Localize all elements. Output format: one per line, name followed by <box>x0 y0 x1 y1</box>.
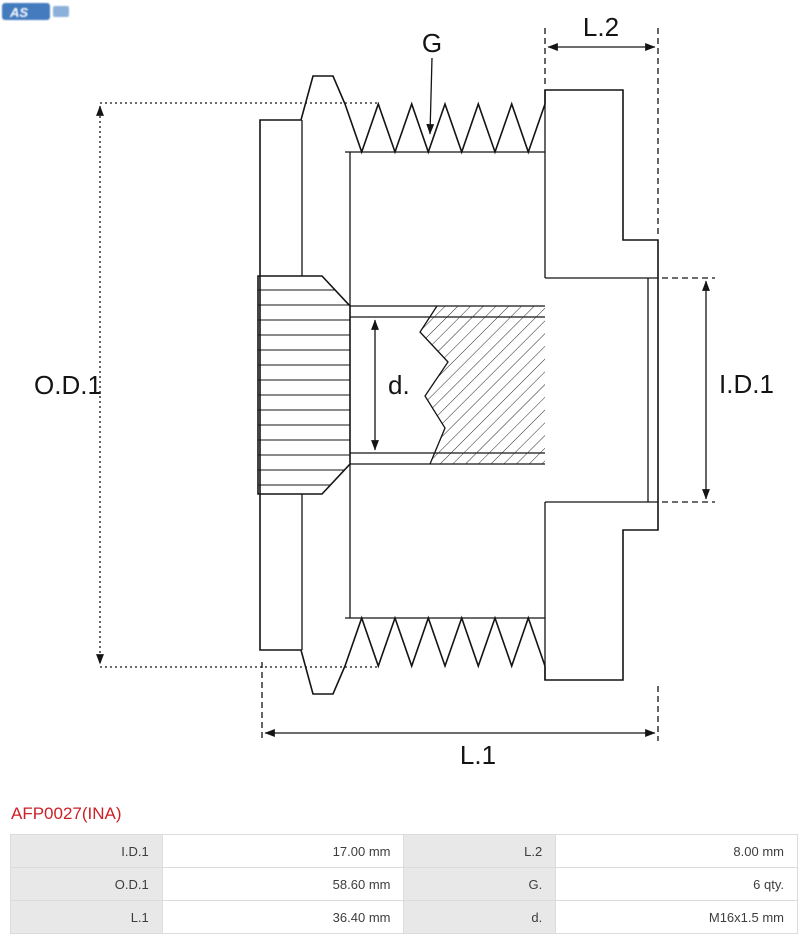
dim-g: G <box>422 28 442 135</box>
thread-break-line <box>419 305 449 465</box>
dim-id1: I.D.1 <box>662 277 774 503</box>
technical-drawing: O.D.1 G L.2 I.D.1 d. L.1 <box>34 12 774 770</box>
table-row: L.1 36.40 mm d. M16x1.5 mm <box>10 900 798 934</box>
part-number: AFP0027(INA) <box>11 804 122 823</box>
table-row: I.D.1 17.00 mm L.2 8.00 mm <box>10 834 798 868</box>
spec-value: 8.00 mm <box>555 834 798 868</box>
dim-d-label: d. <box>388 370 410 400</box>
dim-l2-label: L.2 <box>583 12 619 42</box>
dim-id1-label: I.D.1 <box>719 369 774 399</box>
brand-logo-icon: AS <box>2 3 69 20</box>
spec-value: 36.40 mm <box>161 900 405 934</box>
dim-g-label: G <box>422 28 442 58</box>
dim-d: d. <box>371 319 410 451</box>
spec-label: L.2 <box>403 834 557 868</box>
spec-label: O.D.1 <box>10 867 163 901</box>
spec-table: I.D.1 17.00 mm L.2 8.00 mm O.D.1 58.60 m… <box>10 834 798 934</box>
brand-logo: AS <box>2 2 74 27</box>
logo-shape-secondary <box>53 6 69 17</box>
dim-g-leader <box>426 57 435 135</box>
spec-value: 17.00 mm <box>161 834 405 868</box>
spec-label: L.1 <box>10 900 163 934</box>
table-row: O.D.1 58.60 mm G. 6 qty. <box>10 867 798 901</box>
spec-value: M16x1.5 mm <box>555 900 798 934</box>
dim-l2: L.2 <box>544 12 659 236</box>
dim-l1: L.1 <box>261 662 659 770</box>
spec-value: 58.60 mm <box>161 867 405 901</box>
dim-od1: O.D.1 <box>34 102 378 668</box>
logo-text: AS <box>9 5 28 20</box>
dim-od1-label: O.D.1 <box>34 370 102 400</box>
spec-label: G. <box>403 867 557 901</box>
spec-value: 6 qty. <box>555 867 798 901</box>
spline-hub <box>257 275 351 495</box>
logo-shape <box>2 3 50 20</box>
thread-hatch <box>420 306 545 464</box>
spline-lines <box>258 289 350 486</box>
spec-label: I.D.1 <box>10 834 163 868</box>
dim-l1-label: L.1 <box>460 740 496 770</box>
pulley-body <box>257 75 659 695</box>
spec-label: d. <box>403 900 557 934</box>
